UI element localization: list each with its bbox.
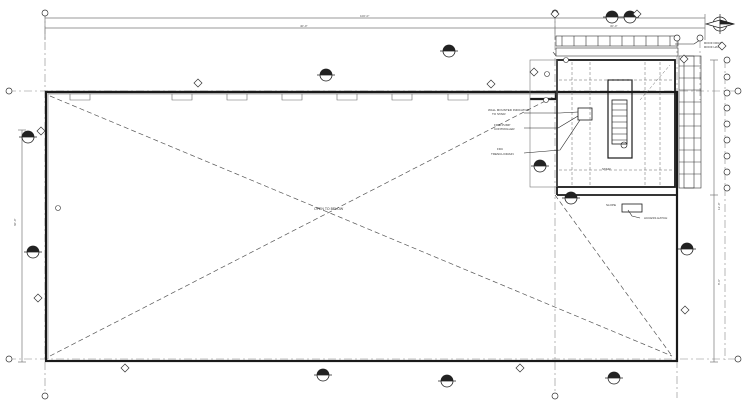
section-marker-icon (19, 130, 37, 144)
section-marker-icon (562, 191, 580, 205)
callout-fire-pump: FIRE PUMP (494, 123, 510, 127)
tag-circle-icon (543, 97, 549, 103)
section-marker-icon (678, 242, 696, 256)
section-marker-icon (314, 368, 332, 382)
tag-circle-icon (544, 71, 550, 77)
grid-bubble-icon (551, 392, 559, 400)
tag-circle-icon (563, 57, 569, 63)
building-outline (44, 90, 679, 363)
elevation-marker-icon (193, 78, 203, 88)
grid-bubble-icon (734, 87, 742, 95)
section-marker-icon (531, 159, 549, 173)
dim-label-right: 30'-0" (610, 24, 618, 28)
section-marker-icon (438, 374, 456, 388)
callout-wall-indicator: WALL MOUNTED INDICATOR (488, 108, 530, 112)
right-wall-strip (678, 55, 702, 189)
core-room (529, 59, 677, 213)
elevation-marker-icon (550, 9, 560, 19)
roof-drain-notches (69, 94, 469, 101)
callout-roof-drain: ROOF DRAIN (704, 41, 723, 45)
drawing-markers (5, 9, 742, 400)
callout-slope: SLOPE (606, 203, 616, 207)
grid-bubble-icon (5, 87, 13, 95)
grid-bubble-icon (41, 9, 49, 17)
right-dimension (710, 59, 718, 363)
open-to-below-label: OPEN TO BELOW (314, 207, 344, 211)
elevation-marker-icon (679, 54, 689, 64)
dim-label-left: 60'-0" (13, 218, 17, 226)
open-to-below-lines (49, 95, 673, 357)
left-dimension (18, 129, 26, 363)
callout-roof-hatch: ROOF HATCH (704, 45, 724, 49)
grid-bubble-icon (723, 152, 731, 160)
elevation-marker-icon (120, 363, 130, 373)
grid-bubble-icon (723, 120, 731, 128)
grid-bubble-icon (734, 355, 742, 363)
elevation-marker-icon (680, 305, 690, 315)
callout-trench-drain: TRENCH DRAIN (491, 152, 514, 156)
elevation-marker-icon (33, 293, 43, 303)
elevation-marker-icon (486, 79, 496, 89)
tag-circle-icon (55, 205, 61, 211)
dim-label-overall: 100'-0" (360, 14, 369, 18)
elevation-marker-icon (632, 9, 642, 19)
section-marker-icon (603, 10, 621, 24)
north-arrow-icon (704, 14, 736, 34)
section-marker-icon (440, 44, 458, 58)
dim-label-right-upper: 12'-0" (717, 202, 721, 210)
callout-controller: CONTROLLER (494, 127, 515, 131)
grid-bubble-icon (5, 355, 13, 363)
callout-access-hatch: ACCESS HATCH (644, 216, 667, 220)
elevation-marker-icon (515, 363, 525, 373)
section-marker-icon (605, 371, 623, 385)
grid-bubble-icon (723, 168, 731, 176)
grid-bubble-icon (723, 184, 731, 192)
section-marker-icon (317, 68, 335, 82)
callout-fdc: FDC (497, 147, 504, 151)
top-railing (552, 35, 679, 57)
elevation-marker-icon (36, 126, 46, 136)
callout-leaders (523, 39, 701, 219)
grid-bubble-icon (41, 392, 49, 400)
callout-stair: STAIR (602, 167, 611, 171)
callout-to-stair: TO STAIR (492, 112, 506, 116)
callout-labels: WALL MOUNTED INDICATOR TO STAIR FIRE PUM… (488, 41, 724, 220)
section-marker-icon (24, 245, 42, 259)
core-dashed-lines (559, 62, 673, 185)
grid-bubble-icon (723, 89, 731, 97)
grid-bubble-icon (723, 104, 731, 112)
elevation-marker-icon (717, 41, 727, 51)
grid-bubble-icon (723, 73, 731, 81)
grid-bubble-icon (673, 34, 681, 42)
dim-label-right-lower: 8'-0" (717, 279, 721, 285)
dim-label-partial: 40'-0" (300, 24, 308, 28)
grid-bubble-icon (696, 34, 704, 42)
elevation-marker-icon (529, 67, 539, 77)
grid-bubble-icon (723, 56, 731, 64)
grid-bubble-icon (723, 136, 731, 144)
